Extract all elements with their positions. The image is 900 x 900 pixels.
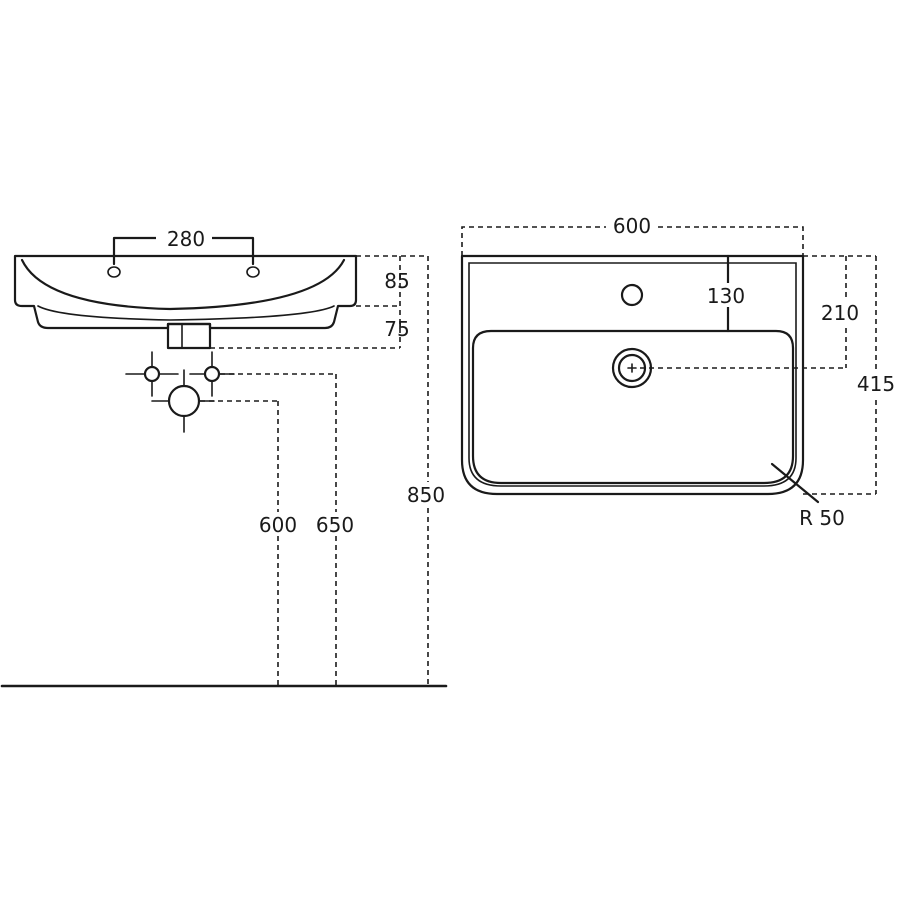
tap-spacing-label: 280 xyxy=(167,227,205,251)
rim-height-label: 850 xyxy=(407,483,445,507)
waste-outlet xyxy=(166,322,212,350)
tap-hole-right xyxy=(246,266,260,278)
waste-height-label-bg xyxy=(254,512,302,536)
waste-pipe-circle xyxy=(167,384,201,418)
tap-hole-top xyxy=(620,283,644,307)
width-label: 600 xyxy=(613,214,651,238)
corner-radius-label: R 50 xyxy=(799,506,845,530)
bowl-under-curve xyxy=(37,305,335,321)
basin-top-outline xyxy=(460,254,805,496)
waste-offset-label-bg xyxy=(816,300,864,324)
tap-offset-label: 130 xyxy=(707,284,745,308)
bowl-inner-curve xyxy=(20,258,346,311)
waste-offset-label: 210 xyxy=(821,301,859,325)
tap-offset-label-bg xyxy=(704,283,750,307)
bowl-depth-label: 75 xyxy=(384,317,409,341)
rim-depth-label: 85 xyxy=(384,269,409,293)
basin-side-outline xyxy=(13,254,358,330)
depth-label-bg xyxy=(852,372,898,396)
rim-height-label-bg xyxy=(404,482,452,506)
radius-leader-line xyxy=(770,462,820,504)
supply-height-label-bg xyxy=(312,512,360,536)
supply-left-circle xyxy=(143,365,161,383)
tap-hole-left xyxy=(107,266,121,278)
rim-inner-outline xyxy=(468,262,797,487)
bowl-top-outline xyxy=(471,329,795,485)
supply-right-circle xyxy=(203,365,221,383)
waste-height-label: 600 xyxy=(259,513,297,537)
supply-height-label: 650 xyxy=(316,513,354,537)
side-view: 280 85 75 850 650 600 xyxy=(0,226,452,688)
depth-label: 415 xyxy=(857,372,895,396)
tap-spacing-label-bg xyxy=(156,226,212,250)
width-label-bg xyxy=(606,214,658,238)
top-view: 600 130 210 415 R 50 xyxy=(460,214,898,530)
